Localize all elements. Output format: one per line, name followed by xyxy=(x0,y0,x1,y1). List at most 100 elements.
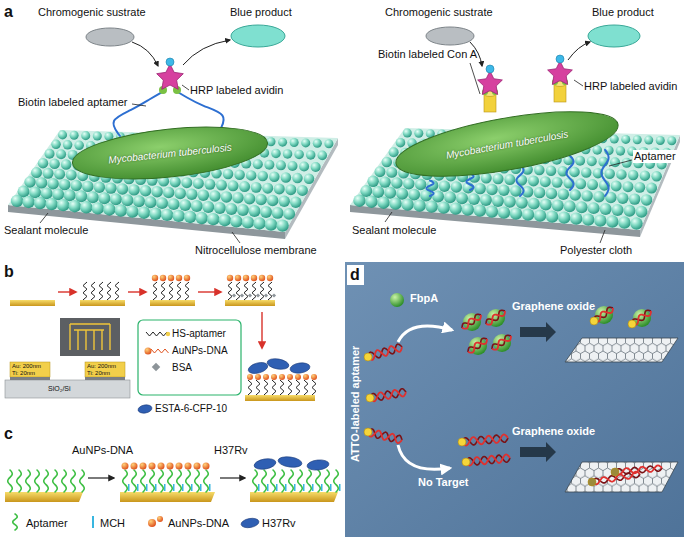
sealant-sphere xyxy=(283,208,295,220)
sealant-sphere xyxy=(45,198,57,210)
avidin-star xyxy=(478,71,503,95)
aptamer-helix xyxy=(462,315,481,329)
sealant-sphere xyxy=(629,193,640,204)
aptamer-helix xyxy=(466,455,510,465)
bsa-mark xyxy=(248,293,252,297)
sealant-sphere xyxy=(611,180,622,191)
sealant-sphere xyxy=(279,196,290,207)
dna-strand xyxy=(169,282,173,300)
sealant-sphere xyxy=(49,159,59,169)
aptamer-strand xyxy=(168,470,173,492)
sealant-sphere xyxy=(581,190,592,201)
sealant-sphere xyxy=(103,203,115,215)
aptamer-strand xyxy=(280,470,285,492)
sealant-sphere xyxy=(558,189,569,200)
callout-label: Ti: 20nm xyxy=(12,370,35,376)
sealant-sphere xyxy=(313,139,322,148)
aptamer-strand xyxy=(123,470,128,492)
aptamer-strand xyxy=(71,470,76,492)
legend-text: MCH xyxy=(100,517,125,530)
aptamer-strand xyxy=(466,174,473,190)
fbpa-target xyxy=(493,334,511,352)
sealant-sphere xyxy=(403,128,412,137)
sealant-sphere xyxy=(181,177,192,188)
gold-nanoparticle xyxy=(158,463,165,470)
dna-strand xyxy=(161,282,165,300)
sealant-sphere xyxy=(264,160,274,170)
sealant-sphere xyxy=(396,138,406,148)
mch-mark xyxy=(164,484,166,491)
graphene-sheet xyxy=(565,338,678,362)
sealant-sphere xyxy=(290,138,299,147)
sealant-sphere xyxy=(94,182,105,193)
arrow xyxy=(58,291,76,292)
sealant-sphere xyxy=(534,209,546,221)
callout-label: Polyester cloth xyxy=(560,244,632,257)
sealant-sphere xyxy=(396,188,408,200)
sealant-sphere xyxy=(617,193,628,204)
sealant-sphere xyxy=(225,203,237,215)
arrow xyxy=(398,326,452,342)
callout-label: Graphene oxide xyxy=(512,425,595,438)
gold-nanoparticle xyxy=(185,463,192,470)
sealant-sphere xyxy=(138,206,150,218)
gold-electrode xyxy=(80,300,125,306)
callout-label: Blue product xyxy=(230,6,292,19)
sealant-sphere xyxy=(239,181,250,192)
legend-sample xyxy=(148,519,156,527)
gold-nanoparticle xyxy=(140,463,147,470)
aptamer-helix xyxy=(468,338,487,352)
sealant-sphere xyxy=(271,149,281,159)
callout-label: ATTO-labeled aptamer xyxy=(349,346,362,462)
aptamer-strand xyxy=(177,470,182,492)
sealant-sphere xyxy=(36,177,47,188)
sealant-sphere xyxy=(386,167,397,178)
aptamer-strand xyxy=(17,470,22,492)
dna-strand xyxy=(153,282,157,300)
mch-mark xyxy=(276,484,278,491)
sealant-sphere xyxy=(294,150,304,160)
aptamer-strand xyxy=(186,470,191,492)
arrow xyxy=(568,42,590,60)
sealant-sphere xyxy=(128,184,139,195)
sealant-sphere xyxy=(58,130,67,139)
fluorophore-dot xyxy=(458,438,466,446)
callout-label: Chromogenic sustrate xyxy=(385,6,493,19)
sealant-sphere xyxy=(587,156,597,166)
leader-line xyxy=(40,213,48,223)
leader-line xyxy=(232,232,240,243)
mch-mark xyxy=(258,484,260,491)
aptamer-strand xyxy=(307,470,312,492)
aptamer-helix xyxy=(615,466,662,474)
sealant-sphere xyxy=(105,182,116,193)
legend-sample xyxy=(151,349,169,353)
gold-nanoparticle xyxy=(267,275,273,281)
dna-strand xyxy=(248,380,252,395)
sealant-sphere xyxy=(93,132,102,141)
sealant-sphere xyxy=(228,180,239,191)
sealant-sphere xyxy=(621,135,630,144)
sealant-sphere xyxy=(204,179,215,190)
sealant-sphere xyxy=(246,170,256,180)
sealant-sphere xyxy=(498,184,509,195)
sealant-sphere xyxy=(34,197,46,209)
sealant-sphere xyxy=(618,216,630,228)
sealant-sphere xyxy=(438,201,450,213)
gold-nanoparticle xyxy=(295,374,301,380)
mch-mark xyxy=(182,484,184,491)
legend-sample xyxy=(157,516,163,522)
callout-label: AuNPs-DNA xyxy=(72,444,133,457)
sealant-sphere xyxy=(414,129,423,138)
legend-text: AuNPs-DNA xyxy=(172,345,228,357)
gold-nanoparticle xyxy=(176,463,183,470)
aptamer-strand xyxy=(516,165,523,196)
callout-label: Ti: 20nm xyxy=(87,370,110,376)
aptamer-helix xyxy=(492,336,511,350)
sealant-sphere xyxy=(145,196,157,208)
sealant-sphere xyxy=(622,158,632,168)
fluorophore-dot xyxy=(590,317,598,325)
callout-label: Sealant molecule xyxy=(352,224,436,237)
sealant-sphere xyxy=(276,160,286,170)
bacterium-blob xyxy=(253,457,276,471)
